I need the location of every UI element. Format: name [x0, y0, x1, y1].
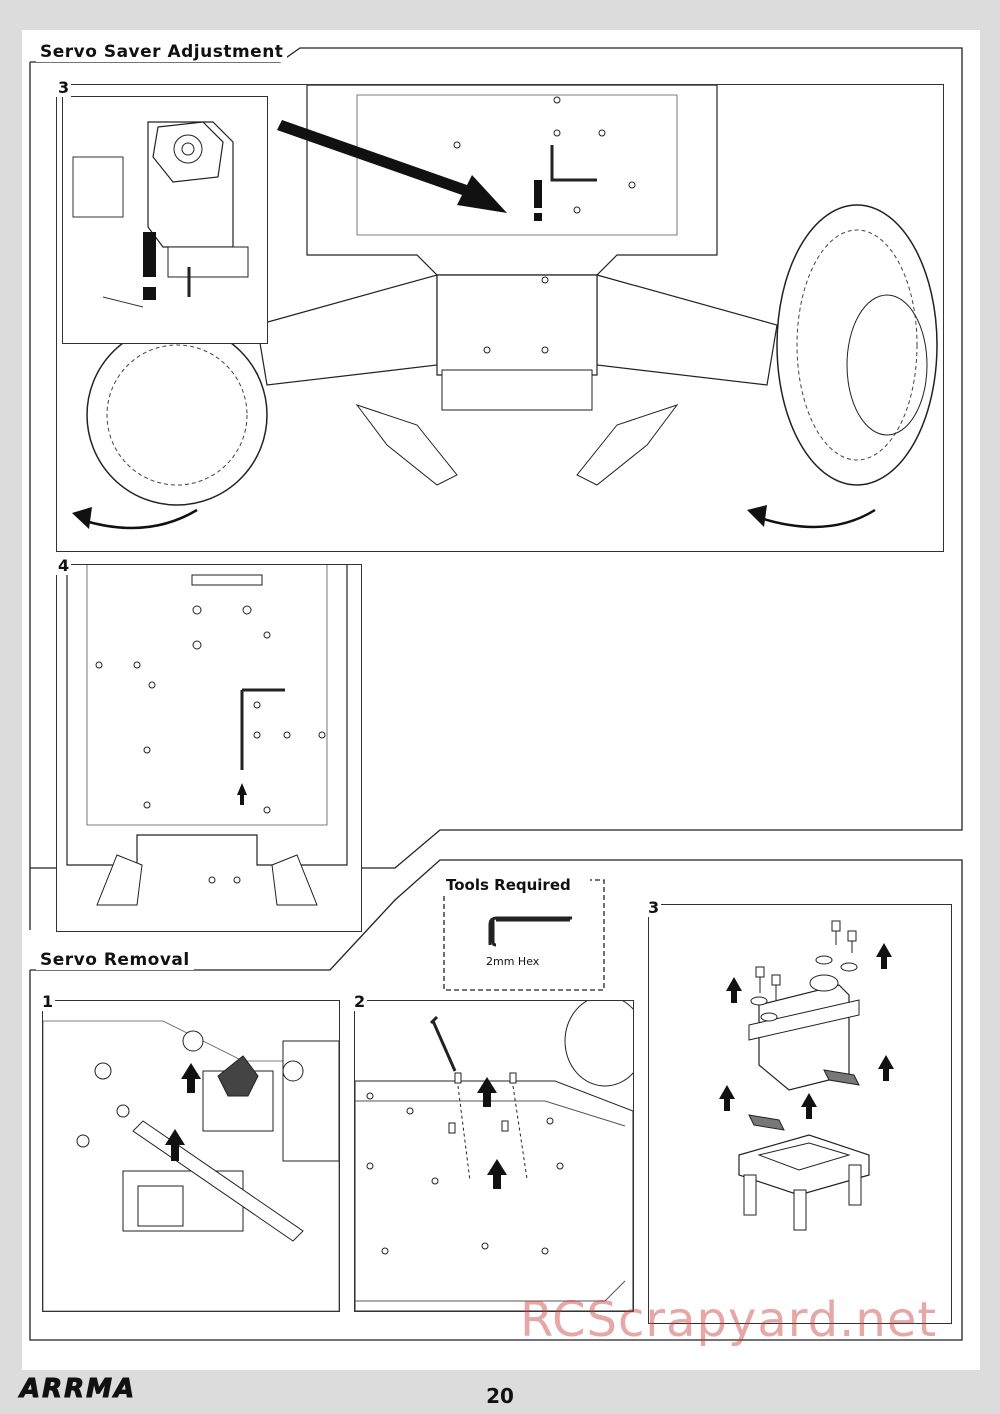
tool-label-hex: 2mm Hex	[486, 955, 540, 968]
arrow-up-icon	[876, 943, 892, 969]
removal-step-1-panel	[42, 1000, 340, 1312]
curved-arrow-icon	[747, 505, 876, 529]
step-number: 3	[56, 78, 72, 97]
arrow-up-icon	[487, 1159, 507, 1189]
exclamation-icon	[143, 232, 156, 300]
arrow-up-icon	[181, 1063, 201, 1093]
brand-logo: ARRMA	[19, 1374, 137, 1405]
exclamation-icon	[534, 180, 542, 221]
arrow-up-icon	[165, 1129, 185, 1161]
step-4-adjustment-panel	[56, 564, 362, 932]
removal-step-3-panel	[648, 904, 952, 1324]
arrow-up-icon	[801, 1093, 817, 1119]
arrow-up-icon	[726, 977, 742, 1003]
arrow-up-icon	[878, 1055, 894, 1081]
tools-required-title: Tools Required	[444, 876, 573, 894]
removal-step-2-panel	[354, 1000, 634, 1312]
arrow-up-icon	[237, 783, 247, 805]
arrow-up-icon	[719, 1085, 735, 1111]
step-number: 4	[56, 556, 72, 575]
section-title-servo-removal: Servo Removal	[36, 950, 194, 970]
step-number: 1	[40, 992, 56, 1011]
step-number: 2	[352, 992, 368, 1011]
watermark: RCScrapyard.net	[520, 1292, 938, 1348]
step-number: 3	[646, 898, 662, 917]
step-3-inset-detail	[62, 96, 268, 344]
page-number: 20	[486, 1384, 514, 1408]
section-title-servo-saver: Servo Saver Adjustment	[36, 42, 288, 62]
arrow-up-icon	[477, 1077, 497, 1107]
curved-arrow-icon	[72, 507, 198, 530]
